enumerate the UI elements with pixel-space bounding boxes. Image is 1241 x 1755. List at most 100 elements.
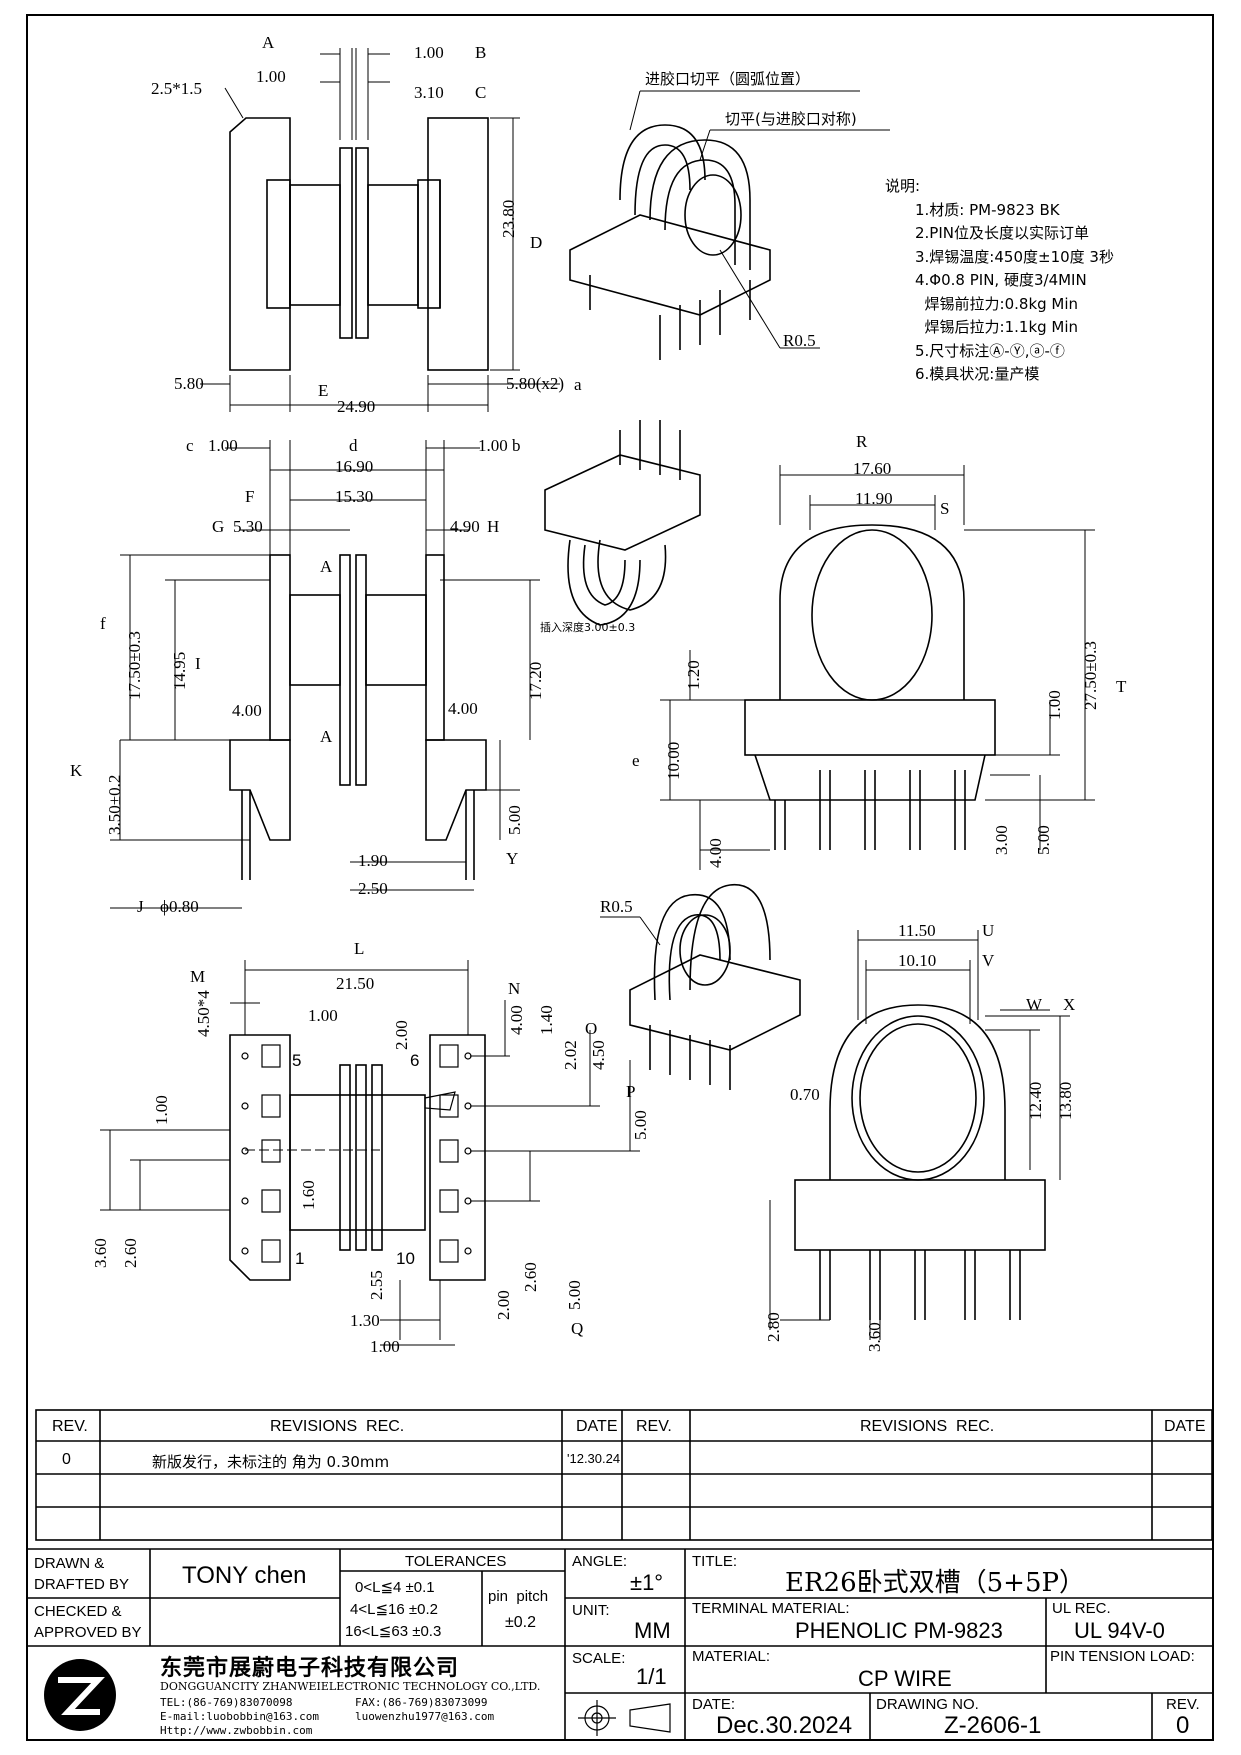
dim-b-front: 1.00	[478, 436, 508, 455]
label-W: W	[1026, 995, 1043, 1014]
ul-label: UL REC.	[1052, 1600, 1111, 1617]
label-Y: Y	[506, 849, 519, 868]
note-item: 焊锡后拉力:1.1kg Min	[915, 318, 1079, 336]
company-name-cn: 东莞市展蔚电子科技有限公司	[160, 1656, 460, 1681]
iso-bottom-radius: R0.5	[600, 897, 633, 916]
label-P: P	[626, 1082, 636, 1101]
tolerance-3: 16<L≦63 ±0.3	[345, 1623, 442, 1640]
dim-U: 11.50	[898, 921, 936, 940]
pin-tension-label: PIN TENSION LOAD:	[1050, 1648, 1195, 1665]
dim-V: 10.10	[898, 951, 937, 970]
dim-2-60-b: 2.60	[121, 1238, 140, 1268]
label-D: D	[530, 233, 543, 252]
dim-1-00-m: 1.00	[308, 1006, 338, 1025]
dim-3-60-s: 3.60	[865, 1322, 884, 1352]
label-S: S	[940, 499, 950, 518]
pin-label-6: 6	[410, 1051, 420, 1070]
side-view	[660, 465, 1095, 870]
ul-value: UL 94V-0	[1074, 1618, 1165, 1643]
dim-T: 27.50±0.3	[1081, 641, 1100, 710]
revisions-header-right: REVISIONS REC.	[860, 1418, 995, 1435]
dim-c-front: 1.00	[208, 436, 238, 455]
date-value: Dec.30.2024	[716, 1712, 853, 1739]
dim-5-00-side: 5.00	[1034, 825, 1053, 855]
dim-2-80: 2.80	[764, 1312, 783, 1342]
rev-value: 0	[1176, 1712, 1190, 1739]
note-item: 焊锡前拉力:0.8kg Min	[915, 294, 1079, 313]
label-d: d	[349, 436, 358, 455]
dim-N: 4.00	[507, 1005, 526, 1035]
dim-total: 24.90	[337, 397, 376, 416]
dim-1-30: 1.30	[350, 1311, 380, 1330]
label-e: e	[632, 751, 640, 770]
dim-height: 23.80	[499, 199, 518, 238]
label-F: F	[245, 487, 255, 506]
iso-top-radius: R0.5	[783, 331, 816, 350]
dim-right-ins: 4.00	[448, 699, 478, 718]
date-header-left: DATE	[576, 1418, 618, 1435]
dim-Q: 5.00	[565, 1280, 584, 1310]
dim-0-70: 0.70	[790, 1085, 820, 1104]
dim-2-00-b: 2.00	[494, 1290, 513, 1320]
company-web: Http://www.zwbobbin.com	[160, 1724, 313, 1737]
label-G: G	[212, 517, 225, 536]
dim-1-60: 1.60	[299, 1180, 318, 1210]
label-J: J	[137, 897, 144, 916]
bottom-view	[100, 960, 640, 1346]
note-item: 1.材质: PM-9823 BK	[915, 200, 1060, 219]
label-b: b	[512, 436, 521, 455]
unit-label: UNIT:	[572, 1602, 610, 1619]
dim-R: 17.60	[853, 459, 892, 478]
section-A2: A	[320, 727, 333, 746]
dim-F: 15.30	[335, 487, 374, 506]
dim-13-80: 13.80	[1056, 1081, 1075, 1120]
dim-pin-b: 2.50	[358, 879, 388, 898]
rev-header-right: REV.	[636, 1418, 672, 1435]
dim-c: 3.10	[414, 83, 444, 102]
company-tel: TEL:(86-769)83070098	[160, 1696, 293, 1709]
dim-O: 4.50	[589, 1040, 608, 1070]
note-item: 3.焊锡温度:450度±10度 3秒	[915, 247, 1114, 266]
unit-value: MM	[634, 1618, 671, 1643]
label-a: a	[574, 375, 582, 394]
note-item: 2.PIN位及长度以实际订单	[915, 224, 1090, 242]
dim-1-00-side: 1.00	[1045, 690, 1064, 720]
iso-bottom-view	[600, 883, 801, 1090]
label-X: X	[1063, 995, 1076, 1014]
label-O: O	[585, 1019, 598, 1038]
label-Q: Q	[571, 1319, 584, 1338]
projection-symbol	[578, 1700, 671, 1736]
revision-date: '12.30.24	[567, 1451, 621, 1466]
dim-left-ins: 4.00	[232, 701, 262, 720]
note-flat: 切平(与进胶口对称)	[725, 110, 857, 128]
dim-2-55: 2.55	[367, 1270, 386, 1300]
dim-J: ϕ0.80	[160, 897, 199, 916]
date-label: DATE:	[692, 1696, 736, 1713]
company-logo	[44, 1659, 116, 1731]
dim-12-40: 12.40	[1026, 1081, 1045, 1120]
dim-H: 4.90	[450, 517, 480, 536]
terminal-material-value: PHENOLIC PM-9823	[795, 1618, 1003, 1643]
dim-K: 3.50±0.2	[105, 774, 124, 835]
material-label: MATERIAL:	[692, 1648, 771, 1665]
drawn-by-label: DRAWN & DRAFTED BY	[34, 1555, 130, 1593]
label-H: H	[487, 517, 500, 536]
revision-description: 新版发行，未标注的 角为 0.30mm	[152, 1453, 390, 1471]
dim-a-left: 1.00	[256, 67, 286, 86]
label-T: T	[1116, 677, 1127, 696]
label-I: I	[195, 654, 201, 673]
drawing-no-value: Z-2606-1	[944, 1712, 1042, 1739]
dim-G: 5.30	[233, 517, 263, 536]
rev-label: REV.	[1166, 1696, 1200, 1713]
tolerance-2: 4<L≦16 ±0.2	[350, 1601, 438, 1618]
dim-2-00-top: 2.00	[392, 1020, 411, 1050]
dim-I: 14.95	[170, 651, 189, 690]
insert-depth-note: 插入深度3.00±0.3	[540, 621, 636, 634]
iso-top-view	[569, 90, 890, 360]
dim-pin-a: 1.90	[358, 851, 388, 870]
drawing-frame	[26, 14, 1214, 1741]
tolerance-1: 0<L≦4 ±0.1	[355, 1579, 435, 1596]
iso-mid-view	[544, 420, 701, 626]
drawing-no-label: DRAWING NO.	[876, 1696, 979, 1713]
